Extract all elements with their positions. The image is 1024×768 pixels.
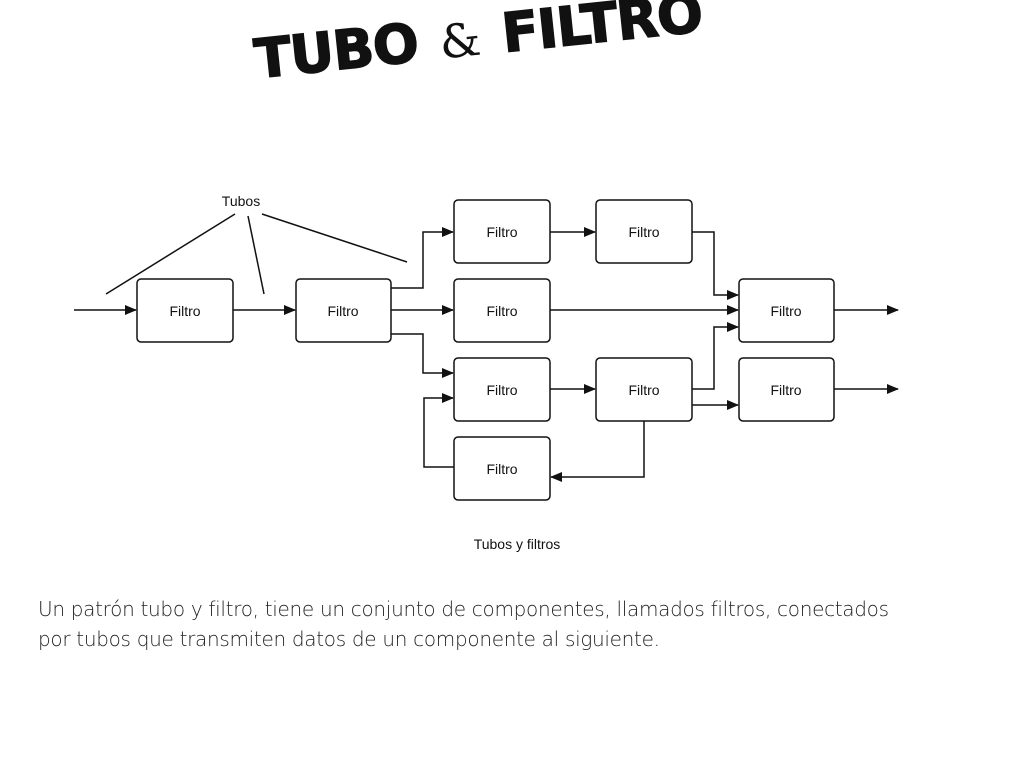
callout-line-1 bbox=[105, 213, 236, 295]
pipe-f2-f6 bbox=[391, 333, 454, 378]
filter-box: Filtro bbox=[295, 278, 392, 343]
filter-label: Filtro bbox=[770, 382, 801, 398]
filter-box: Filtro bbox=[595, 199, 693, 264]
filter-label: Filtro bbox=[486, 382, 517, 398]
description-line-2: por tubos que transmiten datos de un com… bbox=[38, 627, 660, 651]
pipe-f7-f10 bbox=[550, 421, 645, 482]
filter-label: Filtro bbox=[486, 303, 517, 319]
filter-box: Filtro bbox=[595, 357, 693, 422]
filter-box: Filtro bbox=[453, 436, 551, 501]
pipes-label: Tubos bbox=[222, 193, 260, 209]
filter-label: Filtro bbox=[628, 382, 659, 398]
pipe-f7-f8 bbox=[692, 322, 739, 390]
filter-label: Filtro bbox=[327, 303, 358, 319]
filter-box: Filtro bbox=[453, 199, 551, 264]
pipe-f4-f8 bbox=[692, 231, 739, 300]
pipes-callout bbox=[105, 213, 408, 295]
diagram-caption: Tubos y filtros bbox=[474, 536, 561, 552]
filter-label: Filtro bbox=[486, 224, 517, 240]
filter-box: Filtro bbox=[738, 278, 835, 343]
pipes bbox=[74, 227, 899, 482]
filter-box: Filtro bbox=[136, 278, 234, 343]
filter-box: Filtro bbox=[453, 357, 551, 422]
filter-box: Filtro bbox=[453, 278, 551, 343]
pipe-f2-f3 bbox=[391, 227, 454, 289]
filter-label: Filtro bbox=[486, 461, 517, 477]
description-line-1: Un patrón tubo y filtro, tiene un conjun… bbox=[38, 597, 889, 621]
pipe-f10-f6 bbox=[423, 393, 454, 468]
callout-line-2 bbox=[247, 215, 265, 295]
description-text: Un patrón tubo y filtro, tiene un conjun… bbox=[38, 594, 998, 654]
filter-label: Filtro bbox=[169, 303, 200, 319]
filter-label: Filtro bbox=[770, 303, 801, 319]
filter-label: Filtro bbox=[628, 224, 659, 240]
callout-line-3 bbox=[261, 213, 408, 263]
filter-box: Filtro bbox=[738, 357, 835, 422]
